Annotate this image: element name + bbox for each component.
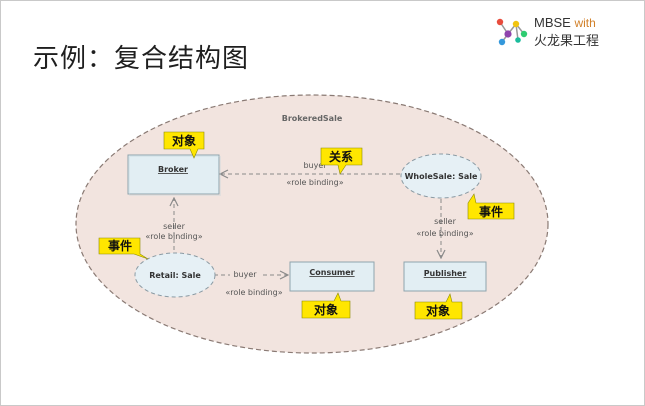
consumer-class[interactable]: Consumer bbox=[289, 261, 375, 292]
role-buyer-consumer: buyer bbox=[233, 270, 257, 279]
stereotype-wholesale-publisher: «role binding» bbox=[416, 229, 473, 238]
broker-class[interactable]: Broker bbox=[127, 154, 221, 196]
mbse-logo: MBSE with 火龙果工程 bbox=[494, 14, 634, 49]
callout-wholesale-text: 事件 bbox=[479, 204, 503, 219]
consumer-label: Consumer bbox=[309, 268, 354, 277]
stereotype-retail-consumer: «role binding» bbox=[225, 288, 282, 297]
callout-wholesale-event: 事件 bbox=[467, 193, 515, 220]
molecule-logo-icon bbox=[496, 18, 528, 46]
wholesale-label: WholeSale: Sale bbox=[405, 172, 478, 181]
broker-label: Broker bbox=[158, 165, 188, 174]
wholesale-collaboration-use[interactable]: WholeSale: Sale bbox=[400, 153, 482, 199]
callout-retail-text: 事件 bbox=[108, 238, 132, 253]
callout-retail-event: 事件 bbox=[98, 237, 149, 260]
slide-title: 示例：复合结构图 bbox=[33, 44, 250, 74]
callout-publisher-object: 对象 bbox=[414, 293, 463, 320]
callout-broker-object: 对象 bbox=[163, 131, 205, 159]
role-seller-publisher: seller bbox=[434, 217, 456, 226]
callout-broker-text: 对象 bbox=[172, 133, 196, 148]
callout-relation: 关系 bbox=[320, 147, 363, 175]
retail-collaboration-use[interactable]: Retail: Sale bbox=[134, 252, 216, 298]
stereotype-broker-retail: «role binding» bbox=[145, 232, 202, 241]
publisher-class[interactable]: Publisher bbox=[403, 261, 487, 292]
logo-mbse: MBSE bbox=[534, 15, 571, 30]
logo-line2: 火龙果工程 bbox=[534, 34, 600, 49]
collaboration-label: BrokeredSale bbox=[282, 114, 343, 123]
callout-consumer-object: 对象 bbox=[301, 292, 351, 319]
logo-with: with bbox=[574, 16, 596, 30]
callout-relation-text: 关系 bbox=[329, 149, 353, 164]
callout-publisher-text: 对象 bbox=[426, 303, 450, 318]
logo-line1: MBSE with bbox=[534, 15, 596, 30]
stereotype-broker-wholesale: «role binding» bbox=[286, 178, 343, 187]
retail-label: Retail: Sale bbox=[149, 271, 201, 280]
role-seller-broker: seller bbox=[163, 222, 185, 231]
publisher-label: Publisher bbox=[424, 269, 467, 278]
callout-consumer-text: 对象 bbox=[314, 302, 338, 317]
role-buyer-broker: buyer bbox=[303, 161, 327, 170]
